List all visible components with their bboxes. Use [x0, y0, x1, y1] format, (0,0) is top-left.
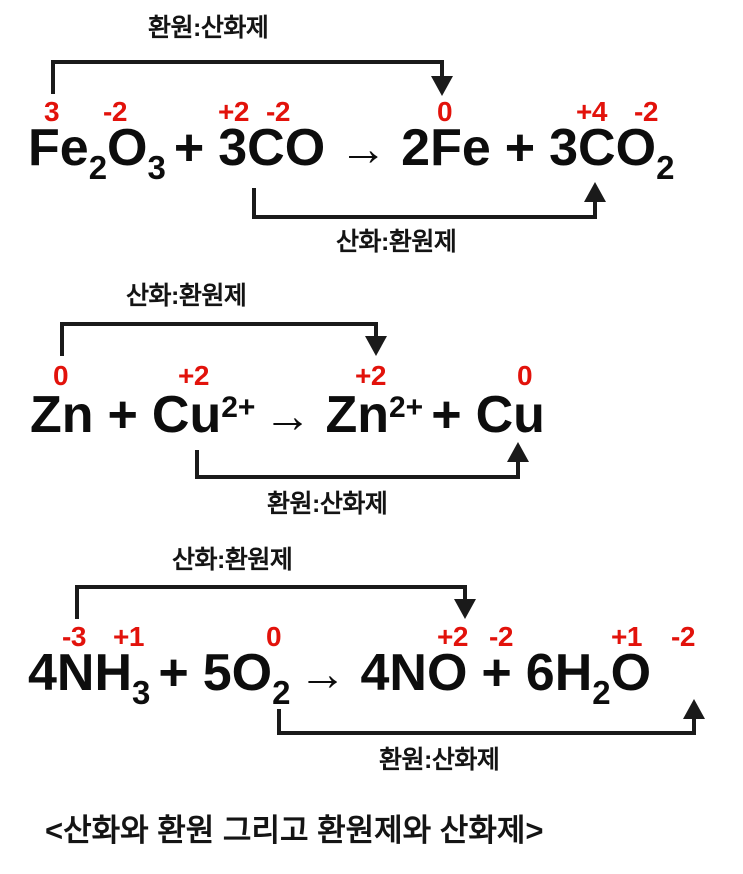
eq3-formula: 4NH3+5O2→4NO+6H2O: [28, 643, 651, 712]
eq3-h-symbol: 6H: [525, 644, 593, 702]
eq3-water-o-symbol: O: [610, 644, 652, 702]
eq2-bottom-connector-left-stem: [195, 450, 199, 479]
eq2-top-connector-arrowhead-down-icon: [365, 336, 387, 356]
eq3-term-5o2: 5O2: [202, 644, 291, 711]
eq2-plus-1: +: [107, 386, 138, 444]
eq1-term-3co2: 3CO2: [549, 119, 674, 186]
eq3-term-6h2o: 6H2O: [525, 644, 652, 711]
eq1-oxnum-c-right: +4: [576, 96, 607, 127]
eq1-fe-symbol: Fe: [28, 119, 89, 177]
eq1-bottom-connector-bar: [252, 215, 597, 219]
eq2-oxnum-zn-right: +2: [355, 360, 386, 391]
diagram-caption: <산화와 환원 그리고 환원제와 산화제>: [45, 813, 544, 848]
eq1-oxnum-fe-right: 0: [437, 96, 453, 127]
eq2-oxnum-zn-left: 0: [53, 360, 69, 391]
eq2-oxnum-cu-right: 0: [517, 360, 533, 391]
eq3-oxnum-o-left: 0: [266, 621, 282, 652]
eq1-top-connector-bar: [51, 60, 444, 64]
eq1-term-2fe: 2Fe: [401, 119, 491, 177]
eq3-oxnum-n-right: +2: [437, 621, 468, 652]
eq3-top-connector-arrowhead-down-icon: [454, 599, 476, 619]
eq3-bottom-connector-bar: [277, 731, 696, 735]
eq2-cu-symbol: Cu: [151, 386, 222, 444]
eq2-term-zn-ion: Zn2+: [325, 386, 423, 444]
eq3-nh-symbol: 4NH: [28, 644, 133, 702]
eq1-oxnum-c-left: +2: [218, 96, 249, 127]
eq1-bottom-connector-arrowhead-up-icon: [584, 182, 606, 202]
eq3-reaction-arrow-icon: →: [298, 648, 347, 701]
eq2-zn-charge-superscript: 2+: [388, 391, 424, 424]
eq2-term-cu-ion: Cu2+: [152, 386, 256, 444]
eq1-bottom-connector-left-stem: [252, 188, 256, 219]
eq1-formula: Fe2O3+3CO→2Fe+3CO2: [28, 118, 674, 187]
eq1-term-3co: 3CO: [218, 119, 326, 177]
eq2-reaction-arrow-icon: →: [263, 390, 312, 443]
eq3-h-subscript: 2: [592, 673, 611, 711]
eq1-o-subscript: 3: [147, 148, 166, 186]
eq1-oxnum-o-right: -2: [634, 96, 658, 127]
eq3-o-subscript: 2: [272, 673, 291, 711]
eq1-oxnum-fe: 3: [44, 96, 60, 127]
eq3-oxnum-h-left: +1: [113, 621, 144, 652]
eq2-plus-2: +: [431, 386, 462, 444]
eq2-top-connector-left-stem: [60, 322, 64, 356]
eq1-co-symbol: 3CO: [549, 119, 657, 177]
eq1-bottom-label: 산화:환원제: [336, 228, 457, 256]
eq2-bottom-label: 환원:산화제: [267, 490, 388, 518]
eq2-bottom-connector-bar: [195, 475, 520, 479]
eq2-top-label: 산화:환원제: [126, 282, 247, 310]
eq1-co-subscript: 2: [656, 148, 675, 186]
eq2-oxnum-cu-left: +2: [178, 360, 209, 391]
eq2-top-connector-right-stem: [374, 322, 378, 340]
eq3-bottom-label: 환원:산화제: [379, 746, 500, 774]
eq1-bottom-connector-right-stem: [593, 199, 597, 219]
eq2-term-cu: Cu: [475, 386, 545, 444]
eq1-plus-2: +: [504, 119, 536, 177]
eq3-top-label: 산화:환원제: [172, 546, 293, 574]
eq1-top-connector-arrowhead-down-icon: [431, 76, 453, 96]
eq1-fe-subscript: 2: [88, 148, 108, 186]
eq1-term-fe2o3: Fe2O3: [28, 119, 166, 186]
eq3-term-4no: 4NO: [360, 644, 468, 702]
eq2-top-connector-bar: [60, 322, 378, 326]
eq2-bottom-connector-arrowhead-up-icon: [507, 442, 529, 462]
eq2-zn-symbol: Zn: [325, 386, 389, 444]
eq3-oxnum-o-right: -2: [489, 621, 513, 652]
eq1-top-connector-left-stem: [51, 60, 55, 94]
eq1-plus-1: +: [173, 119, 205, 177]
eq3-o-symbol: 5O: [202, 644, 273, 702]
eq3-bottom-connector-left-stem: [277, 709, 281, 735]
eq3-term-4nh3: 4NH3: [28, 644, 150, 711]
eq1-top-label: 환원:산화제: [148, 14, 269, 42]
eq1-oxnum-o: -2: [103, 96, 127, 127]
eq3-top-connector-bar: [75, 585, 467, 589]
eq2-term-zn: Zn: [30, 386, 94, 444]
eq3-nh-subscript: 3: [132, 673, 151, 711]
eq3-oxnum-h-right: +1: [611, 621, 642, 652]
eq3-oxnum-o-water: -2: [671, 621, 695, 652]
eq3-oxnum-n-left: -3: [62, 621, 86, 652]
eq3-bottom-connector-arrowhead-up-icon: [683, 699, 705, 719]
eq3-top-connector-left-stem: [75, 585, 79, 619]
eq1-oxnum-o-left: -2: [266, 96, 290, 127]
eq2-cu-charge-superscript: 2+: [221, 391, 256, 424]
eq2-bottom-connector-right-stem: [516, 459, 520, 479]
eq3-plus-2: +: [481, 644, 512, 702]
eq3-bottom-connector-right-stem: [692, 716, 696, 735]
eq2-formula: Zn+Cu2+→Zn2++Cu: [30, 385, 545, 445]
eq3-top-connector-right-stem: [463, 585, 467, 603]
eq3-plus-1: +: [158, 644, 189, 702]
eq1-o-symbol: O: [107, 119, 148, 177]
eq1-reaction-arrow-icon: →: [339, 123, 388, 176]
eq1-top-connector-right-stem: [440, 60, 444, 80]
